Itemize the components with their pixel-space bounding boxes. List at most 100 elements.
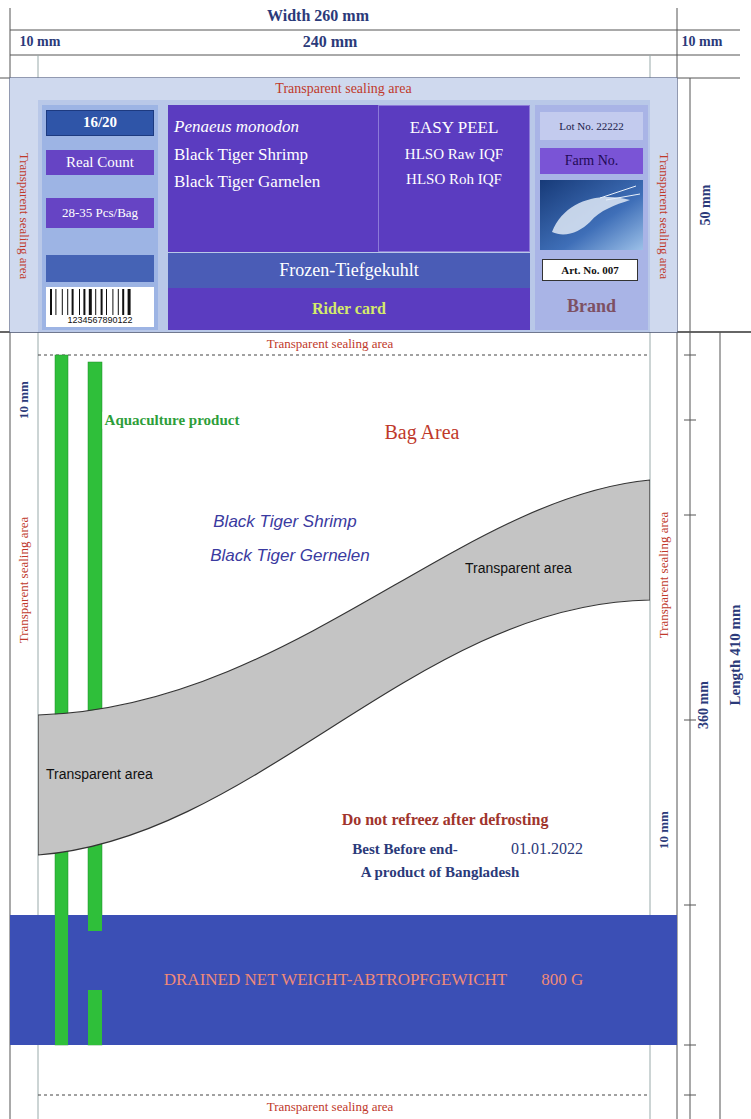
product-note: Aquaculture product bbox=[103, 412, 242, 429]
box-text: Black Tiger Shrimp bbox=[174, 145, 308, 165]
box-text: Frozen-Tiefgekuhlt bbox=[279, 260, 418, 281]
farm-box: Farm No. bbox=[540, 148, 643, 174]
seal-label: Transparent sealing area bbox=[267, 1100, 394, 1114]
ruler-tick bbox=[684, 905, 696, 906]
barcode-bar bbox=[95, 289, 96, 315]
species-box: Penaeus monodonBlack Tiger ShrimpBlack T… bbox=[168, 105, 378, 252]
barcode-bar bbox=[101, 289, 103, 315]
box-text: 28-35 Pcs/Bag bbox=[62, 206, 138, 221]
ruler-tick bbox=[684, 720, 696, 721]
green-bar bbox=[55, 915, 68, 1045]
weight-text: 800 G bbox=[541, 970, 583, 990]
net-weight-band: DRAINED NET WEIGHT-ABTROPFGEWICHT 800 G bbox=[10, 915, 677, 1045]
dimension: 10 mm bbox=[20, 34, 61, 49]
shrimp-shape bbox=[552, 197, 630, 234]
brand-box: Brand bbox=[540, 287, 643, 325]
ruler-tick bbox=[684, 1095, 696, 1096]
date-label: Best Before end- bbox=[352, 841, 458, 858]
dimension: 360 mm bbox=[696, 681, 711, 729]
lot-box: Lot No. 22222 bbox=[540, 112, 643, 140]
window-label: Transparent area bbox=[465, 560, 572, 576]
frozen-band: Frozen-Tiefgekuhlt bbox=[168, 253, 530, 288]
barcode-bar bbox=[106, 289, 107, 315]
barcode-bar bbox=[62, 289, 63, 315]
rider-card-inner bbox=[38, 100, 650, 332]
box-text: Penaeus monodon bbox=[174, 117, 299, 137]
area-label: Bag Area bbox=[385, 421, 460, 443]
dimension-line bbox=[10, 55, 740, 56]
seal-dashed-line bbox=[38, 355, 650, 356]
barcode-number: 1234567890122 bbox=[65, 316, 134, 326]
dimension: 50 mm bbox=[698, 185, 713, 226]
window-shape bbox=[38, 480, 650, 855]
box-text: Transparent sealing area bbox=[275, 81, 411, 97]
origin-note: A product of Bangladesh bbox=[361, 864, 520, 881]
box-text: Real Count bbox=[66, 154, 134, 171]
box-text: HLSO Raw IQF bbox=[405, 146, 503, 163]
dimension: 240 mm bbox=[303, 33, 358, 51]
weight-text: DRAINED NET WEIGHT-ABTROPFGEWICHT bbox=[164, 970, 507, 990]
dimension: 10 mm bbox=[682, 34, 723, 49]
seal-dashed-line bbox=[38, 1095, 650, 1096]
left-column bbox=[42, 105, 158, 330]
species-name: Black Tiger Shrimp bbox=[213, 513, 356, 532]
dimension-line bbox=[10, 30, 740, 31]
box-text: Art. No. 007 bbox=[561, 264, 618, 277]
right-column bbox=[535, 105, 648, 330]
window-label: Transparent area bbox=[46, 766, 153, 782]
seal-label: Transparent sealing area bbox=[267, 337, 394, 351]
barcode-bar bbox=[112, 289, 113, 315]
date-value: 01.01.2022 bbox=[511, 840, 583, 858]
ruler-line bbox=[690, 332, 691, 1119]
seal-label: Transparent sealing area bbox=[17, 517, 31, 644]
left-seal-strip: Transparent sealing area bbox=[10, 100, 38, 332]
window-outline bbox=[38, 478, 650, 858]
box-text: 16/20 bbox=[83, 114, 117, 131]
seal-label: Transparent sealing area bbox=[656, 512, 670, 639]
barcode-bar bbox=[67, 289, 68, 315]
shrimp-photo bbox=[540, 180, 643, 250]
barcode-bar bbox=[118, 289, 119, 315]
dimension-line bbox=[690, 78, 691, 332]
top-seal-strip: Transparent sealing area bbox=[10, 78, 677, 100]
handling-note: Do not refreez after defrosting bbox=[342, 811, 549, 829]
ruler-tick bbox=[684, 420, 696, 421]
barcode-bar bbox=[128, 289, 131, 315]
box-text: Black Tiger Garnelen bbox=[174, 172, 320, 192]
box-text: HLSO Roh IQF bbox=[406, 171, 502, 188]
box-text: EASY PEEL bbox=[410, 118, 499, 138]
barcode-bar bbox=[83, 289, 85, 315]
count-box: 16/20 bbox=[46, 110, 154, 136]
rider-card-band: Rider card bbox=[168, 288, 530, 330]
seal-text: Transparent sealing area bbox=[656, 153, 672, 280]
box-text: Farm No. bbox=[565, 153, 619, 169]
barcode bbox=[50, 289, 131, 315]
count-box: Real Count bbox=[46, 150, 154, 175]
dimension-lines bbox=[0, 8, 751, 1119]
dimension: 10 mm bbox=[17, 381, 31, 419]
dimension: 10 mm bbox=[656, 811, 670, 849]
green-bar bbox=[88, 990, 102, 1045]
barcode-bar bbox=[89, 289, 92, 315]
box-text: Brand bbox=[567, 296, 616, 317]
barcode-bar bbox=[72, 289, 74, 315]
species-name: Black Tiger Gernelen bbox=[210, 547, 370, 566]
barcode-ground bbox=[46, 287, 154, 327]
barcode-bar bbox=[55, 289, 56, 315]
shrimp-antenna bbox=[600, 186, 640, 200]
dimension: Length 410 mm bbox=[727, 605, 744, 706]
transparent-window: Transparent areaTransparent area bbox=[38, 478, 650, 858]
right-seal-strip: Transparent sealing area bbox=[650, 100, 677, 332]
barcode-bar bbox=[79, 289, 80, 315]
rider-card-ground bbox=[10, 78, 677, 332]
count-box: 28-35 Pcs/Bag bbox=[46, 198, 154, 228]
barcode-bar bbox=[122, 289, 124, 315]
barcode-bar bbox=[50, 289, 52, 315]
ruler-tick bbox=[684, 1045, 696, 1046]
article-box: Art. No. 007 bbox=[542, 259, 638, 281]
seal-text: Transparent sealing area bbox=[16, 153, 32, 280]
blank-box bbox=[46, 255, 154, 282]
ruler-tick bbox=[684, 515, 696, 516]
dimension-line bbox=[720, 332, 721, 1119]
